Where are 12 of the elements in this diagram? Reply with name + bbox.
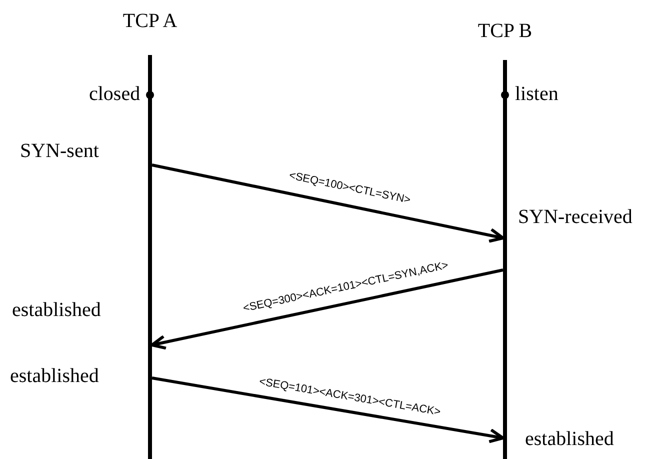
state-label: established: [10, 365, 99, 388]
state-label: established: [12, 299, 101, 322]
state-label: established: [525, 428, 614, 451]
state-label: closed: [89, 83, 140, 106]
state-label: SYN-received: [518, 206, 632, 229]
state-label: listen: [515, 83, 558, 106]
message-arrow: [150, 268, 504, 350]
lifeline-title: TCP A: [122, 10, 178, 33]
lifeline-title: TCP B: [478, 20, 532, 43]
message-arrow: [152, 164, 504, 243]
message-arrow: [152, 376, 504, 444]
state-label: SYN-sent: [20, 140, 99, 163]
